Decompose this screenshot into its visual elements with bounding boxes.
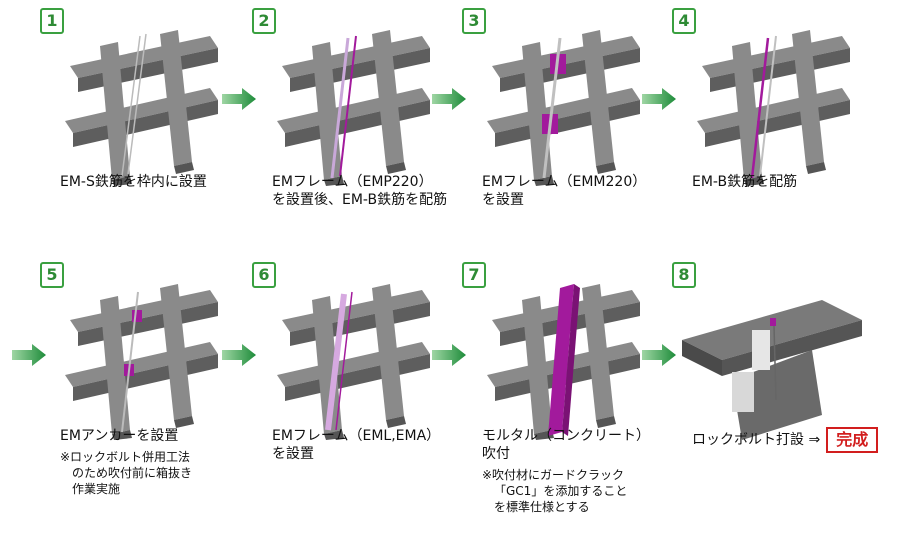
step-caption: EM-S鉄筋を枠内に設置 (60, 174, 207, 190)
step-8: 8 ロックボルト打設 ⇒完成 (672, 262, 879, 512)
complete-badge: 完成 (826, 427, 879, 453)
step-5-illustration (40, 280, 240, 440)
step-5: 5 EMアンカーを設置 ※ロックボルト併用工法 のため吹付前に箱抜き 作業実施 (40, 262, 240, 512)
step-1: 1 EM-S鉄筋を枠内に設置 (40, 8, 240, 258)
step-4: 4 EM-B鉄筋を配筋 (672, 8, 872, 258)
step-2-illustration (252, 26, 452, 186)
step-3: 3 EMフレーム（EMM220） を設置 (462, 8, 662, 258)
arrow-right-icon (432, 344, 466, 366)
step-number: 3 (462, 8, 486, 34)
step-1-illustration (40, 26, 240, 186)
step-6-illustration (252, 280, 452, 440)
step-4-illustration (672, 26, 872, 186)
step-caption: EMフレーム（EMP220） を設置後、EM-B鉄筋を配筋 (272, 174, 448, 208)
arrow-right-icon (642, 88, 676, 110)
step-caption: EM-B鉄筋を配筋 (692, 174, 798, 190)
step-number: 5 (40, 262, 64, 288)
step-caption: モルタル（コンクリート） 吹付 ※吹付材にガードクラック 「GC1」を添加するこ… (482, 427, 672, 515)
step-8-illustration (682, 300, 862, 440)
arrow-right-icon (222, 344, 256, 366)
arrow-right-icon (12, 344, 46, 366)
step-number: 7 (462, 262, 486, 288)
arrow-right-icon (432, 88, 466, 110)
step-number: 8 (672, 262, 696, 288)
step-note: ※吹付材にガードクラック 「GC1」を添加すること を標準仕様とする (482, 468, 628, 514)
step-note: ※ロックボルト併用工法 のため吹付前に箱抜き 作業実施 (60, 450, 193, 496)
step-2: 2 EMフレーム（EMP220） を設置後、EM-B鉄筋を配筋 (252, 8, 452, 258)
step-caption: EMフレーム（EMM220） を設置 (482, 174, 647, 208)
step-number: 4 (672, 8, 696, 34)
step-caption: ロックボルト打設 ⇒完成 (692, 427, 882, 453)
step-number: 2 (252, 8, 276, 34)
step-caption: EMフレーム（EML,EMA） を設置 (272, 428, 441, 462)
arrow-right-icon (642, 344, 676, 366)
step-number: 6 (252, 262, 276, 288)
step-7-illustration (462, 284, 662, 440)
step-caption: EMアンカーを設置 ※ロックボルト併用工法 のため吹付前に箱抜き 作業実施 (60, 427, 250, 497)
step-6: 6 EMフレーム（EML,EMA） を設置 (252, 262, 452, 512)
arrow-right-icon (222, 88, 256, 110)
step-number: 1 (40, 8, 64, 34)
step-3-illustration (462, 26, 662, 186)
step-7: 7 モルタル（コンクリート） 吹付 ※吹付材にガードクラック 「GC1」を添加す… (462, 262, 662, 514)
